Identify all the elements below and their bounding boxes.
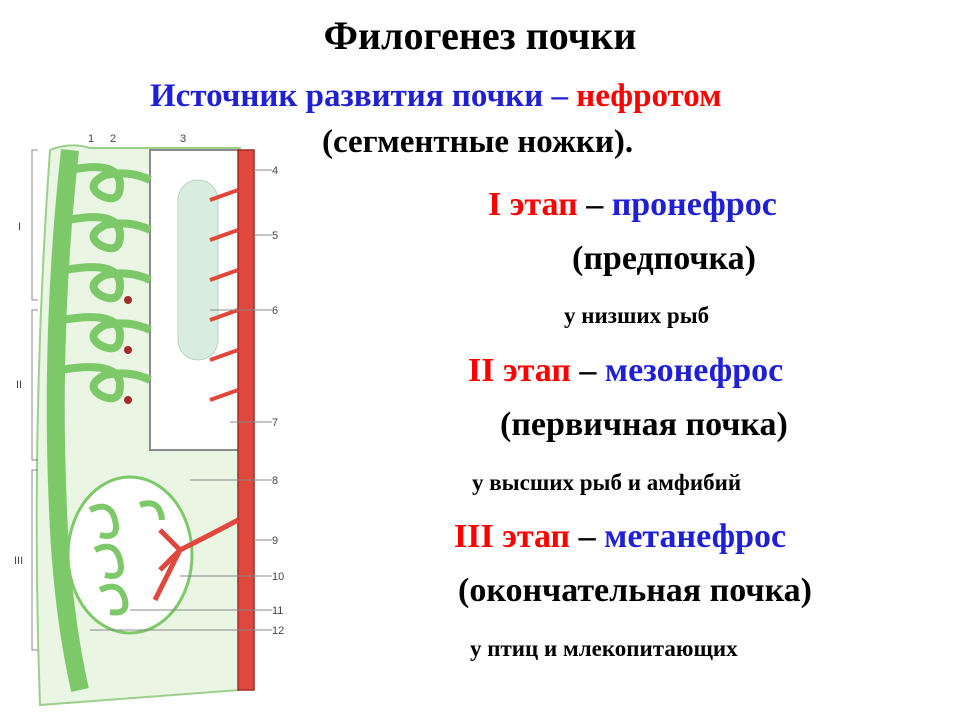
label-3: 3 [180, 133, 186, 145]
region-brackets [31, 149, 38, 651]
metanephric-tubules [88, 500, 165, 616]
stage-3-dash: – [570, 518, 605, 555]
notochord [177, 179, 219, 361]
stage-2-dash: – [570, 352, 605, 389]
stage-3-name: метанефрос [604, 518, 787, 555]
stage-3-description: (окончательная почка) [458, 572, 812, 609]
glomeruli [124, 296, 132, 404]
stage-1-description: (предпочка) [572, 240, 756, 277]
renal-artery [152, 517, 240, 602]
label-11: 11 [272, 605, 283, 617]
label-6: 6 [272, 305, 278, 317]
stage-3-note: у птиц и млекопитающих [470, 636, 738, 661]
coiled-tubules [59, 163, 152, 403]
stage-1-numeral: I этап [488, 186, 578, 223]
stage-2-heading: II этап – мезонефрос [468, 352, 783, 390]
label-10: 10 [272, 571, 284, 583]
source-highlight: нефротом [576, 78, 722, 114]
stage-3-numeral: III этап [454, 518, 571, 555]
aorta [237, 149, 255, 691]
region-label-1: I [18, 221, 21, 233]
figure-svg: 4 5 6 7 8 9 10 11 12 1 2 3 I II III [14, 133, 284, 707]
source-line: Источник развития почки – нефротом [150, 78, 722, 115]
stage-3-heading: III этап – метанефрос [454, 518, 786, 556]
stage-1-name: пронефрос [611, 186, 777, 223]
label-5: 5 [272, 230, 278, 242]
source-line-2: (сегментные ножки). [322, 124, 634, 160]
kidney-phylogeny-figure: 4 5 6 7 8 9 10 11 12 1 2 3 I II III [10, 130, 310, 710]
label-leaders [90, 169, 272, 631]
source-prefix: Источник развития почки – [150, 78, 577, 114]
slide-title: Филогенез почки [323, 13, 637, 58]
label-2: 2 [110, 133, 116, 145]
stage-2-numeral: II этап [468, 352, 571, 389]
segmental-arteries [209, 188, 239, 402]
label-8: 8 [272, 475, 278, 487]
stage-1-dash: – [577, 186, 612, 223]
label-1: 1 [88, 133, 94, 145]
stage-2-description: (первичная почка) [500, 406, 788, 443]
stage-2-note: у высших рыб и амфибий [472, 470, 742, 495]
stage-1-note: у низших рыб [564, 303, 710, 328]
stage-1-heading: I этап – пронефрос [488, 186, 777, 224]
stage-2-name: мезонефрос [604, 352, 784, 389]
label-7: 7 [272, 417, 278, 429]
nephric-duct [46, 149, 89, 692]
label-12: 12 [272, 625, 284, 637]
region-label-3: III [14, 555, 23, 567]
label-4: 4 [272, 165, 278, 177]
region-label-2: II [16, 379, 22, 391]
label-9: 9 [272, 535, 278, 547]
